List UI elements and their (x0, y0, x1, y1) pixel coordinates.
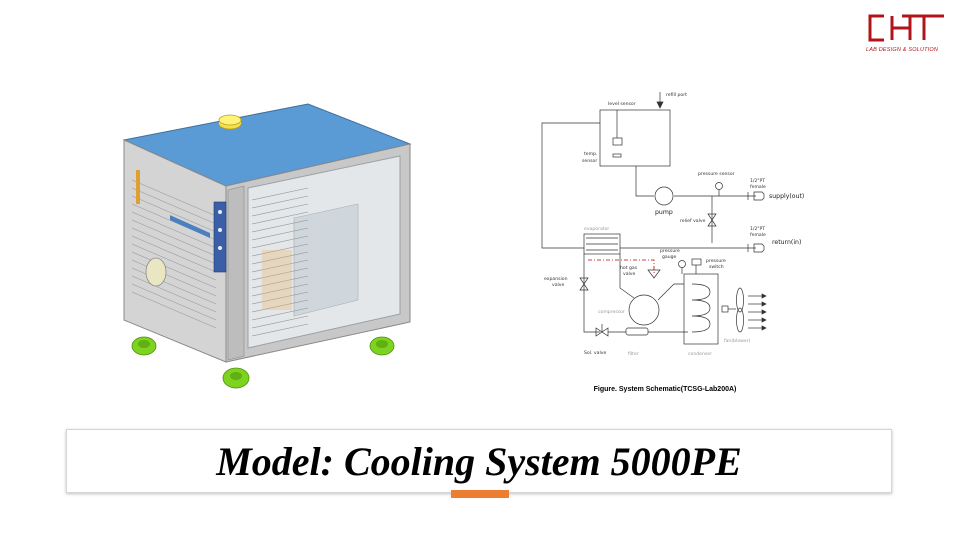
label-pressure-gauge-2: gauge (662, 255, 677, 260)
temp-sensor (612, 153, 622, 158)
water-tank (599, 109, 671, 167)
label-pressure-switch-2: switch (709, 264, 724, 270)
label-pump: pump (655, 209, 673, 216)
label-condenser: condenser (688, 351, 712, 357)
pressure-switch (691, 258, 702, 266)
label-pressure-sensor: pressure sensor (698, 171, 735, 177)
cht-logo-mark (868, 14, 944, 42)
label-relief-valve: relief valve (680, 218, 706, 224)
label-hot-gas-valve-2: valve (623, 271, 636, 277)
front-grille (251, 187, 309, 337)
label-fitting-supply-2: female (750, 184, 766, 190)
accent-bar (451, 490, 509, 498)
label-hot-gas-valve: hot gas (620, 265, 638, 271)
pressure-gauge (678, 260, 686, 268)
side-port (145, 257, 167, 287)
evaporator (583, 233, 621, 255)
hot-gas-line (588, 259, 655, 274)
page-title: Model: Cooling System 5000PE (216, 438, 742, 484)
compressor (628, 294, 660, 326)
cooling-unit-illustration (122, 103, 412, 389)
pump (654, 186, 674, 206)
label-pressure-switch: pressure (706, 258, 726, 264)
label-fan: fan(blower) (724, 338, 751, 344)
logo-tagline: LAB DESIGN & SOLUTION (866, 47, 939, 53)
label-level-sensor: level sensor (608, 101, 636, 107)
label-expansion-valve-2: valve (552, 282, 565, 288)
system-schematic: refill port level sensor temp. sensor pr… (541, 92, 804, 357)
title-box: Model: Cooling System 5000PE (66, 429, 892, 493)
label-fitting-return: 1/2"PT (750, 226, 765, 232)
label-compressor: compressor (598, 309, 625, 315)
label-return: return(in) (772, 239, 801, 246)
label-sol-valve: Sol. valve (584, 350, 606, 356)
internal-coil (293, 203, 359, 317)
label-filter: filter (628, 351, 639, 357)
schematic-caption: Figure. System Schematic(TCSG-Lab200A) (593, 386, 737, 393)
label-pressure-gauge: pressure (660, 248, 680, 254)
company-logo: LAB DESIGN & SOLUTION (866, 12, 948, 56)
label-fitting-return-2: female (750, 232, 766, 238)
label-temp-sensor: temp. (584, 151, 597, 157)
label-expansion-valve: expansion (544, 276, 568, 282)
control-panel (227, 185, 245, 361)
display-panel (213, 201, 227, 273)
label-evaporator: evaporator (584, 226, 609, 232)
hot-gas-valve (647, 269, 661, 279)
condenser (683, 273, 719, 345)
pressure-sensor (715, 182, 723, 190)
label-refill-port: refill port (666, 92, 687, 98)
level-sensor (612, 137, 623, 146)
label-fitting-supply: 1/2"PT (750, 178, 765, 184)
fan-blower (736, 287, 744, 313)
filter (625, 327, 649, 336)
label-supply: supply(out) (769, 193, 804, 200)
label-temp-sensor-2: sensor (582, 158, 597, 164)
